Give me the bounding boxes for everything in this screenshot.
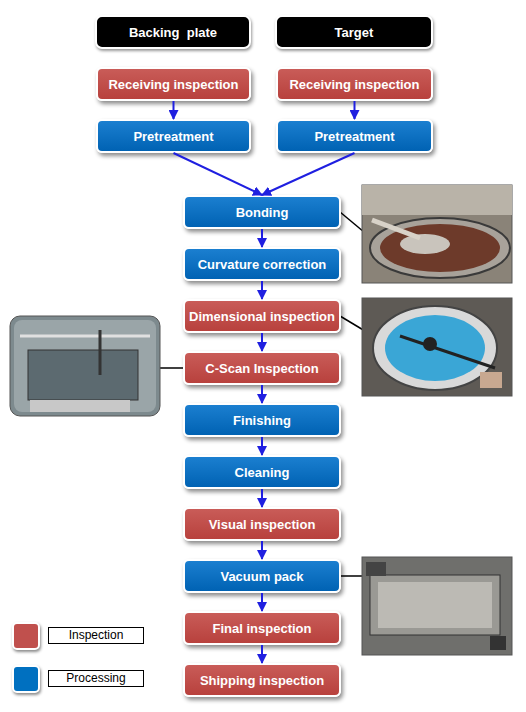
flow-arrow xyxy=(261,281,263,299)
box-label: Curvature correction xyxy=(198,257,327,272)
inspection-box: Final inspection xyxy=(183,611,341,645)
flow-arrow xyxy=(261,333,263,351)
box-label: Visual inspection xyxy=(209,517,316,532)
legend-label: Processing xyxy=(48,670,144,687)
process-box: Bonding xyxy=(183,195,341,229)
box-label: Bonding xyxy=(236,205,289,220)
box-label: Shipping inspection xyxy=(200,673,324,688)
flow-arrow xyxy=(261,385,263,403)
flow-arrow xyxy=(262,153,355,195)
legend-swatch xyxy=(12,665,40,693)
process-box: Finishing xyxy=(183,403,341,437)
leader-line xyxy=(160,367,183,369)
flow-arrow xyxy=(173,101,175,119)
process-box: Pretreatment xyxy=(96,119,251,153)
flow-arrow xyxy=(174,153,263,195)
legend-label: Inspection xyxy=(48,627,144,644)
box-label: Cleaning xyxy=(235,465,290,480)
box-label: Target xyxy=(335,25,374,40)
inspection-box: Visual inspection xyxy=(183,507,341,541)
header-box: Target xyxy=(275,15,433,49)
box-label: Backing plate xyxy=(129,25,217,40)
inspection-box: C-Scan Inspection xyxy=(183,351,341,385)
process-box: Curvature correction xyxy=(183,247,341,281)
photo-bonding xyxy=(362,185,512,283)
header-box: Backing plate xyxy=(95,15,251,49)
flow-arrow xyxy=(261,541,263,559)
photo-cscan xyxy=(10,316,160,416)
box-label: Vacuum pack xyxy=(220,569,303,584)
flow-arrow xyxy=(261,593,263,611)
photo-vacuum xyxy=(362,557,512,655)
legend-swatch xyxy=(12,622,40,650)
flow-arrow xyxy=(261,645,263,663)
inspection-box: Dimensional inspection xyxy=(183,299,341,333)
leader-line xyxy=(340,575,362,577)
box-label: Pretreatment xyxy=(314,129,394,144)
box-label: Pretreatment xyxy=(133,129,213,144)
process-box: Vacuum pack xyxy=(183,559,341,593)
inspection-box: Receiving inspection xyxy=(276,67,433,101)
flow-arrow xyxy=(261,229,263,247)
box-label: Receiving inspection xyxy=(289,77,419,92)
box-label: Dimensional inspection xyxy=(189,309,335,324)
process-box: Pretreatment xyxy=(276,119,433,153)
flow-arrow xyxy=(261,437,263,455)
box-label: Finishing xyxy=(233,413,291,428)
inspection-box: Shipping inspection xyxy=(183,663,341,697)
leader-line xyxy=(340,212,364,232)
box-label: Receiving inspection xyxy=(108,77,238,92)
process-box: Cleaning xyxy=(183,455,341,489)
inspection-box: Receiving inspection xyxy=(96,67,251,101)
box-label: Final inspection xyxy=(213,621,312,636)
box-label: C-Scan Inspection xyxy=(205,361,318,376)
photo-dimensional xyxy=(362,298,512,396)
flow-arrow xyxy=(354,101,356,119)
flow-arrow xyxy=(261,489,263,507)
